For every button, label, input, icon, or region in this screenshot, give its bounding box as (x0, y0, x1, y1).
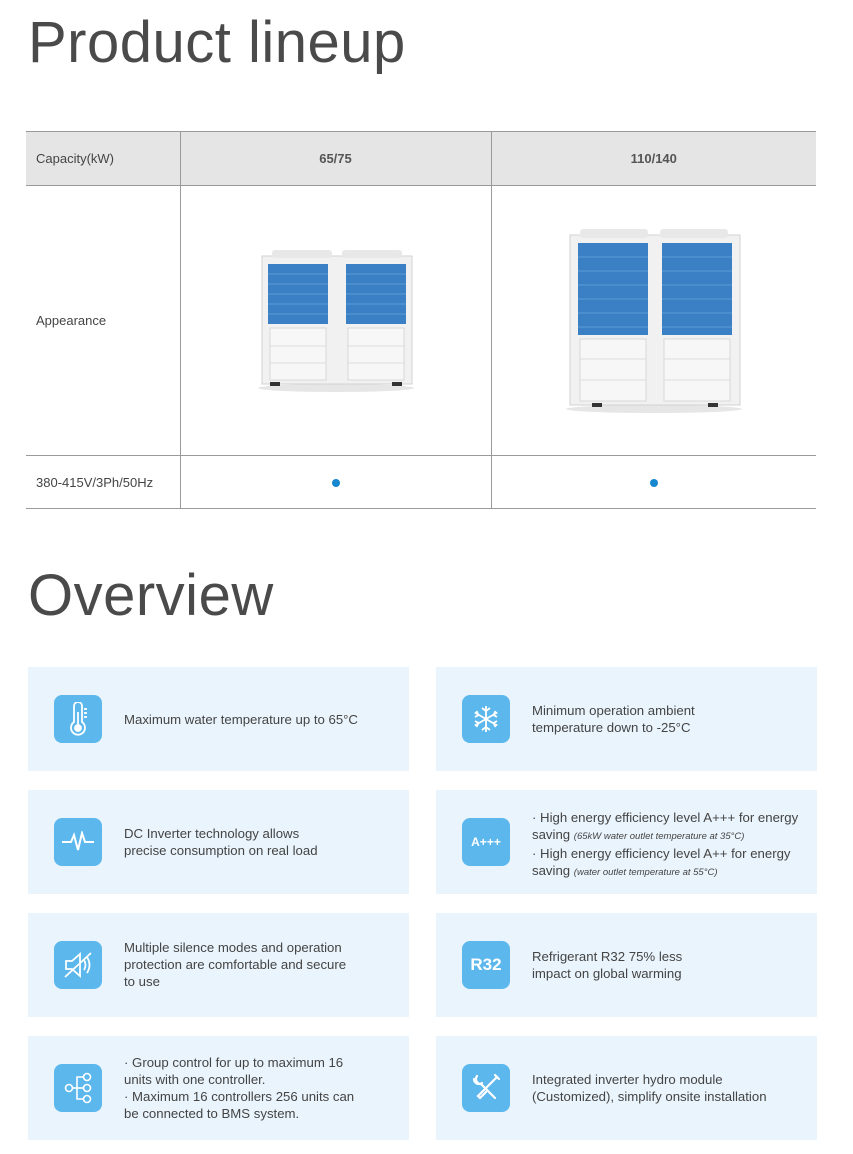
table-row-appearance: Appearance (26, 185, 816, 456)
model-1-image-cell (180, 185, 492, 456)
product-lineup-table: Capacity(kW) 65/75 110/140 Appearance (26, 131, 816, 509)
feature-text: Maximum water temperature up to 65°C (124, 712, 358, 727)
snowflake-icon (462, 695, 510, 743)
feature-card-group-control: · Group control for up to maximum 16 uni… (28, 1036, 409, 1140)
feature-text: Minimum operation ambient temperature do… (532, 703, 695, 735)
feature-text: Integrated inverter hydro module (Custom… (532, 1072, 767, 1104)
page-title-lineup: Product lineup (28, 10, 406, 75)
a-plus-plus-plus-icon: A+++ (462, 818, 510, 866)
heat-pump-unit-large-image (564, 228, 744, 413)
thermometer-icon (54, 695, 102, 743)
feature-card-r32-refrigerant: R32 Refrigerant R32 75% less impact on g… (436, 913, 817, 1017)
model-2-capacity: 110/140 (630, 151, 677, 166)
network-icon (54, 1064, 102, 1112)
heat-pump-unit-small-image (256, 249, 416, 392)
mute-speaker-icon (54, 941, 102, 989)
page-title-overview: Overview (28, 563, 274, 628)
available-dot-icon (649, 478, 658, 487)
model-1-capacity: 65/75 (180, 131, 492, 186)
capacity-label: Capacity(kW) (26, 131, 181, 186)
feature-card-hydro-module: Integrated inverter hydro module (Custom… (436, 1036, 817, 1140)
voltage-label: 380-415V/3Ph/50Hz (26, 455, 181, 509)
tools-icon (462, 1064, 510, 1112)
feature-text: · Group control for up to maximum 16 uni… (124, 1055, 355, 1121)
r32-icon: R32 (462, 941, 510, 989)
feature-card-energy-efficiency: A+++ · High energy efficiency level A+++… (436, 790, 817, 894)
appearance-label: Appearance (26, 185, 181, 456)
feature-card-silence-modes: Multiple silence modes and operation pro… (28, 913, 409, 1017)
waveform-icon (54, 818, 102, 866)
feature-text: Refrigerant R32 75% less impact on globa… (532, 949, 683, 981)
feature-card-min-ambient-temp: Minimum operation ambient temperature do… (436, 667, 817, 771)
feature-card-dc-inverter: DC Inverter technology allows precise co… (28, 790, 409, 894)
feature-card-max-water-temp: Maximum water temperature up to 65°C (28, 667, 409, 771)
table-row-capacity: Capacity(kW) 65/75 110/140 (26, 131, 816, 186)
model-2-image-cell (491, 186, 816, 456)
table-row-voltage: 380-415V/3Ph/50Hz (26, 455, 816, 509)
feature-text: DC Inverter technology allows precise co… (124, 826, 318, 858)
model-1-voltage-cell (180, 455, 492, 509)
feature-text: Multiple silence modes and operation pro… (124, 940, 347, 989)
available-dot-icon (331, 478, 340, 487)
feature-text: · High energy efficiency level A+++ for … (532, 810, 799, 878)
model-2-voltage-cell (491, 456, 816, 509)
